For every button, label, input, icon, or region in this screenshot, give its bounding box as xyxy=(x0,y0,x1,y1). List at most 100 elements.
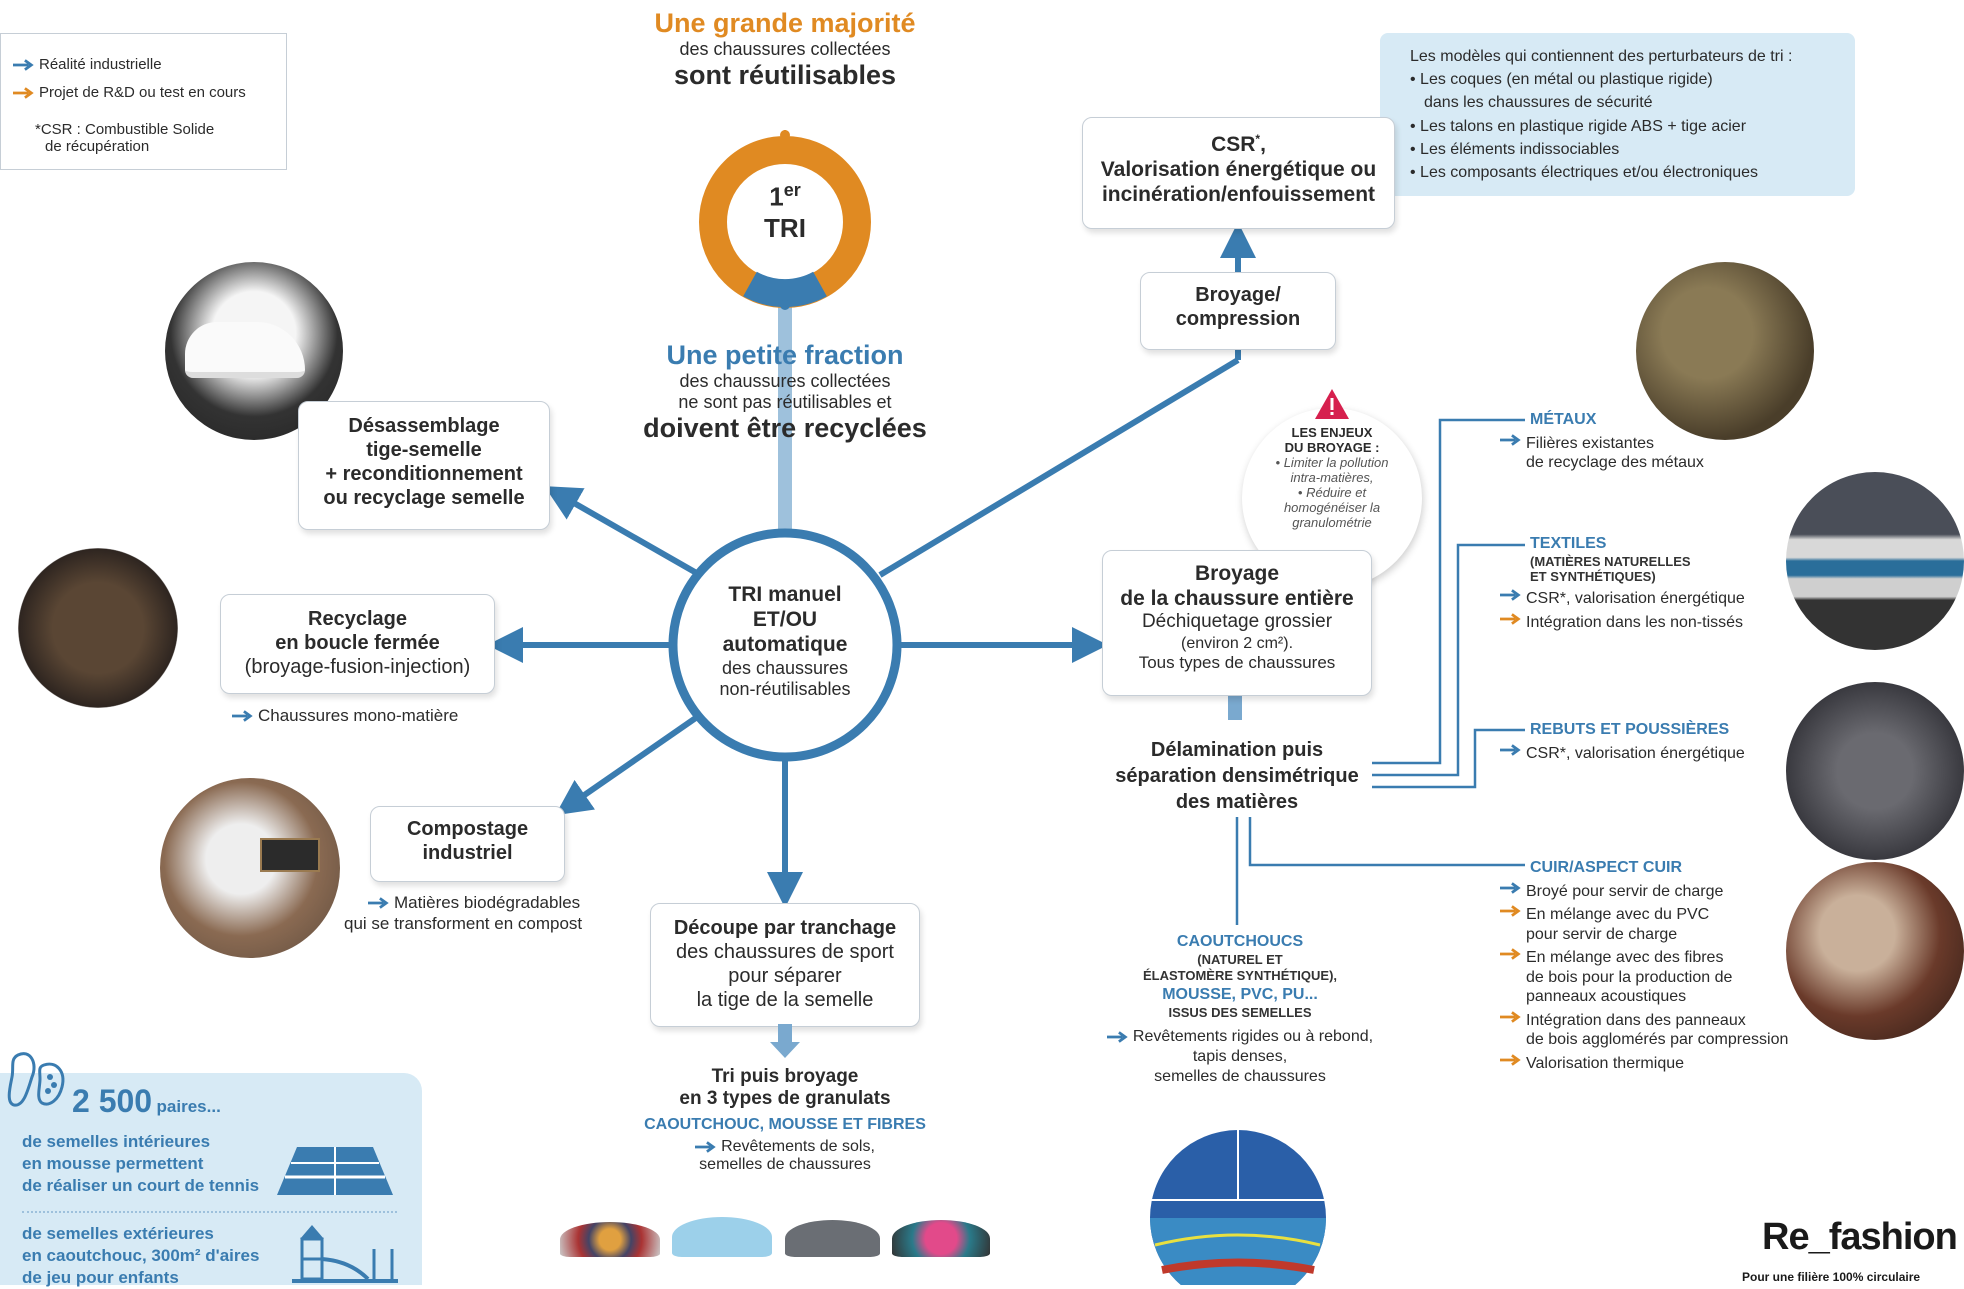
disassembly-line-2: tige-semelle xyxy=(366,439,482,461)
grinding-line-1: Broyage/ xyxy=(1195,284,1281,306)
fraction-sub-1: des chaussures collectées xyxy=(679,371,891,391)
cutting-line-2: des chaussures de sport xyxy=(676,941,894,963)
metals-line-1: Filières existantes xyxy=(1526,434,1655,452)
textiles-line-2: Intégration dans les non-tissés xyxy=(1526,613,1744,631)
csr-line-3: incinération/enfouissement xyxy=(1101,183,1376,207)
grinding-line-2: compression xyxy=(1175,308,1301,330)
csr-asterisk: * xyxy=(1255,132,1261,146)
compost-note-2: qui se transforment en compost xyxy=(344,913,583,933)
issues-line-5: granulométrie xyxy=(1292,514,1372,530)
fraction-sub-2: ne sont pas réutilisables et xyxy=(678,392,892,412)
whole-shoe-line-1: Broyage xyxy=(1194,562,1280,585)
issues-line-4: homogénéiser la xyxy=(1283,499,1381,515)
closed-loop-line-1: Recyclage xyxy=(308,608,407,630)
textiles-block: TEXTILES (MATIÈRES NATURELLES ET SYNTHÉT… xyxy=(1500,534,1745,632)
waste-title: REBUTS ET POUSSIÈRES xyxy=(1530,721,1730,738)
rubber-line-3: semelles de chaussures xyxy=(1154,1067,1326,1085)
disruptors-title: Les modèles qui contiennent des perturba… xyxy=(1410,48,1793,65)
tennis-court-icon xyxy=(277,1147,393,1195)
granulates-note-1: Revêtements de sols, xyxy=(721,1138,875,1155)
disruptors-box: Les modèles qui contiennent des perturba… xyxy=(1380,33,1855,196)
whole-shoe-line-4: (environ 2 cm²). xyxy=(1180,635,1294,653)
rubber-sub-3: ISSUS DES SEMELLES xyxy=(1168,1004,1312,1020)
compost-sneaker-photo xyxy=(160,778,340,958)
metal-eyelets-photo xyxy=(1636,262,1814,440)
info-a1: de semelles intérieures xyxy=(22,1132,211,1151)
center-line-5: non-réutilisables xyxy=(719,679,851,700)
arrow-right-icon xyxy=(13,86,34,99)
reusable-bold: sont réutilisables xyxy=(673,60,897,90)
rubber-title: CAOUTCHOUCS xyxy=(1176,933,1304,950)
closed-loop-line-3: (broyage-fusion-injection) xyxy=(244,656,471,678)
granulates-line-2: en 3 types de granulats xyxy=(679,1088,891,1109)
rubber-block: CAOUTCHOUCS (NATUREL ET ÉLASTOMÈRE SYNTH… xyxy=(1075,932,1405,1087)
whole-shoe-line-3: Déchiquetage grossier xyxy=(1141,611,1333,633)
info-box: 2 500 paires... de semelles intérieures … xyxy=(0,1052,422,1287)
grinding-box: Broyage/ compression xyxy=(1140,272,1336,350)
arrow-right-icon xyxy=(232,710,253,723)
arrow-right-icon xyxy=(1500,1053,1521,1066)
textiles-sub-2: ET SYNTHÉTIQUES) xyxy=(1530,569,1656,585)
info-a2: en mousse permettent xyxy=(22,1154,204,1174)
granulates-line-1: Tri puis broyage xyxy=(711,1066,859,1087)
compost-note: Matières biodégradables qui se transform… xyxy=(344,893,582,934)
leather-line-1: Broyé pour servir de charge xyxy=(1526,882,1724,900)
textiles-line-1: CSR*, valorisation énergétique xyxy=(1526,590,1745,608)
leather-line-5: Valorisation thermique xyxy=(1526,1054,1685,1072)
arrow-right-icon xyxy=(1500,1010,1521,1023)
legend-industrial: Réalité industrielle xyxy=(39,56,162,73)
disassembly-line-1: Désassemblage xyxy=(348,415,500,437)
cutting-line-4: la tige de la semelle xyxy=(696,989,874,1011)
leather-line-3c: panneaux acoustiques xyxy=(1526,988,1687,1006)
csr-title: CSR xyxy=(1211,133,1256,156)
center-line-3: automatique xyxy=(722,633,848,657)
playground-icon xyxy=(292,1225,398,1283)
arrow-right-icon xyxy=(1500,589,1521,601)
leather-title: CUIR/ASPECT CUIR xyxy=(1530,859,1683,876)
footprint-icon xyxy=(7,1052,65,1107)
warning-icon xyxy=(1314,388,1350,420)
arrow-right-icon xyxy=(1500,881,1521,894)
legend-note-2: de récupération xyxy=(45,137,150,155)
legend: Réalité industrielle Projet de R&D ou te… xyxy=(0,33,287,170)
issues-line-1: • Limiter la pollution xyxy=(1275,454,1389,470)
center-sort: TRI manuel ET/OU automatique des chaussu… xyxy=(685,582,885,701)
leather-block: CUIR/ASPECT CUIR Broyé pour servir de ch… xyxy=(1500,858,1788,1073)
brand-tagline: Pour une filière 100% circulaire xyxy=(1742,1270,1921,1284)
reusable-headline: Une grande majorité xyxy=(654,8,916,38)
tennis-court-image xyxy=(1150,1130,1326,1285)
disassembly-line-3: + reconditionnement xyxy=(325,463,523,485)
rubber-line-2: tapis denses, xyxy=(1192,1047,1288,1065)
fraction-bold: doivent être recyclées xyxy=(643,413,927,443)
leather-line-2a: En mélange avec du PVC xyxy=(1526,906,1710,924)
legend-note: *CSR : Combustible Solide xyxy=(35,121,215,138)
cutting-box: Découpe par tranchage des chaussures de … xyxy=(650,903,920,1027)
waste-block: REBUTS ET POUSSIÈRES CSR*, valorisation … xyxy=(1500,720,1745,763)
compost-line-2: industriel xyxy=(422,842,513,864)
info-playground-text: de semelles extérieures en caoutchouc, 3… xyxy=(22,1223,259,1289)
reusable-sub: des chaussures collectées xyxy=(679,39,891,59)
disruptor-item-3: Les éléments indissociables xyxy=(1420,140,1620,158)
whole-shoe-line-2: de la chaussure entière xyxy=(1120,587,1354,611)
leather-line-4a: Intégration dans des panneaux xyxy=(1526,1011,1746,1029)
foam-granulate-image xyxy=(672,1217,772,1257)
closed-loop-note: Chaussures mono-matière xyxy=(232,706,458,727)
issues-line-2: intra-matières, xyxy=(1290,469,1374,485)
compost-box: Compostage industriel xyxy=(370,806,565,882)
csr-line-2: Valorisation énergétique ou xyxy=(1100,158,1377,182)
brand-logo: Re_fashion xyxy=(1762,1216,1958,1258)
rubber-granulate-image xyxy=(560,1222,660,1257)
csr-box: CSR*, Valorisation énergétique ou inciné… xyxy=(1082,117,1395,229)
rubber-title-2: MOUSSE, PVC, PU... xyxy=(1162,985,1318,1003)
arrow-right-icon xyxy=(695,1141,716,1153)
issues-title-1: LES ENJEUX xyxy=(1291,425,1373,440)
fiber-granulate-image xyxy=(785,1220,880,1257)
rubber-line-1: Revêtements rigides ou à rebond, xyxy=(1132,1027,1374,1045)
textile-granulate-image xyxy=(892,1220,990,1257)
delamination-text: Délamination puis séparation densimétriq… xyxy=(1102,737,1372,815)
down-arrow-icon xyxy=(770,1024,800,1058)
disruptor-item-1: Les coques (en métal ou plastique rigide… xyxy=(1420,71,1713,89)
leather-line-4b: de bois agglomérés par compression xyxy=(1526,1031,1789,1049)
